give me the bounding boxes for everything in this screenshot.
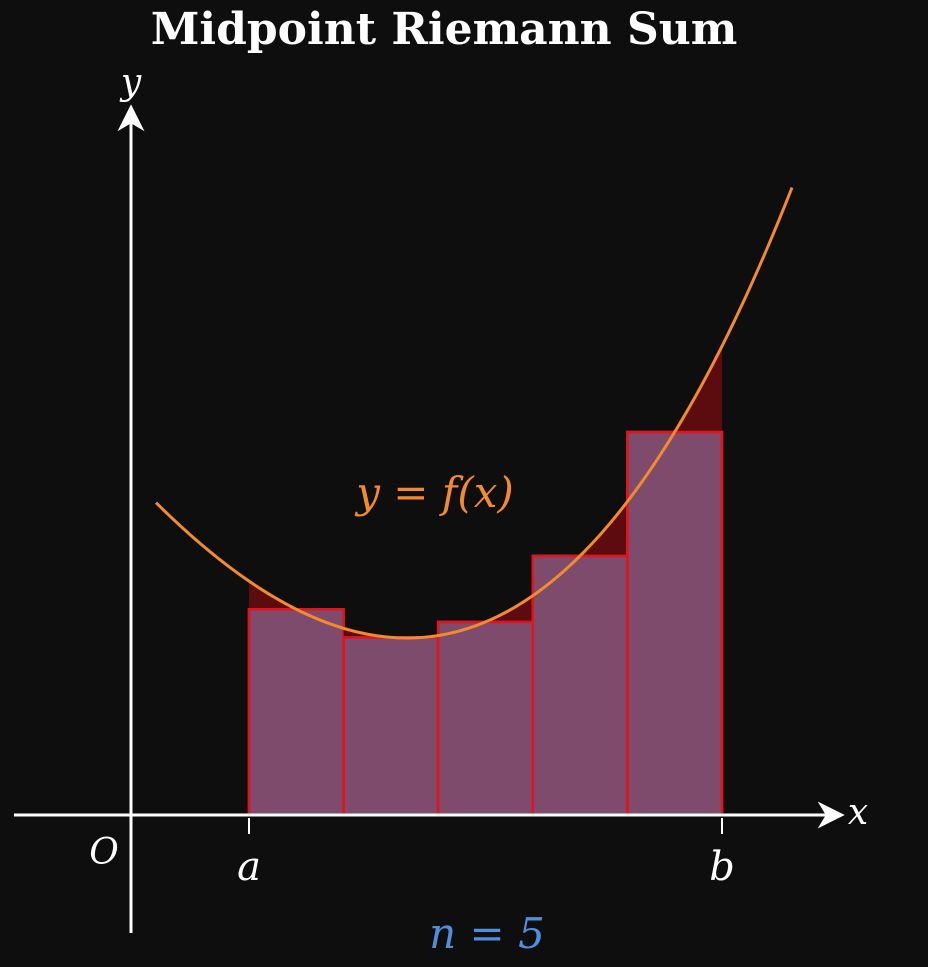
curve-label: y = f(x) bbox=[354, 468, 514, 517]
subinterval-count-label: n = 5 bbox=[429, 909, 545, 958]
diagram-title: Midpoint Riemann Sum bbox=[151, 4, 738, 55]
riemann-rect-1 bbox=[247, 608, 345, 817]
origin-label: O bbox=[89, 832, 119, 873]
riemann-rectangles bbox=[247, 346, 724, 817]
riemann-rect-4 bbox=[531, 554, 629, 817]
y-axis-label: y bbox=[119, 62, 142, 103]
function-curve bbox=[154, 186, 794, 640]
riemann-rect-3 bbox=[436, 620, 535, 817]
interval-start-label: a bbox=[237, 844, 261, 890]
riemann-rect-5 bbox=[626, 430, 724, 817]
interval-end-label: b bbox=[709, 844, 735, 890]
x-axis-label: x bbox=[848, 792, 868, 833]
riemann-rect-2 bbox=[342, 636, 440, 817]
